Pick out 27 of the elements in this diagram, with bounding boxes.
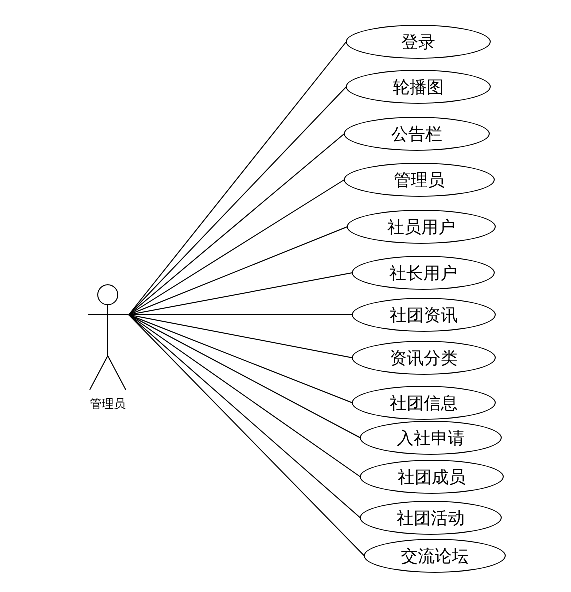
use-case-ellipse: 管理员 [344,163,495,197]
association-line [128,314,361,518]
use-case-ellipse: 登录 [346,25,491,59]
association-line [128,314,353,404]
association-line [128,42,347,316]
association-line [128,314,361,478]
association-line [128,314,361,438]
use-case-ellipse: 社团资讯 [352,298,496,332]
use-case-ellipse: 轮播图 [346,70,491,104]
use-case-ellipse: 公告栏 [344,117,490,151]
association-line [128,226,348,316]
association-line [128,314,365,556]
association-line [128,134,345,316]
association-line [128,272,353,316]
use-case-ellipse: 交流论坛 [364,539,506,573]
use-case-ellipse: 资讯分类 [352,341,496,375]
use-case-ellipse: 社团活动 [360,501,502,535]
association-line [128,180,345,316]
actor-label: 管理员 [89,396,127,413]
use-case-ellipse: 社员用户 [347,210,496,244]
use-case-ellipse: 社团成员 [360,460,504,494]
use-case-ellipse: 入社申请 [360,421,502,455]
use-case-ellipse: 社长用户 [352,256,495,290]
association-line [128,314,353,358]
use-case-ellipse: 社团信息 [352,386,496,420]
association-line [128,86,347,316]
association-line [128,314,353,316]
